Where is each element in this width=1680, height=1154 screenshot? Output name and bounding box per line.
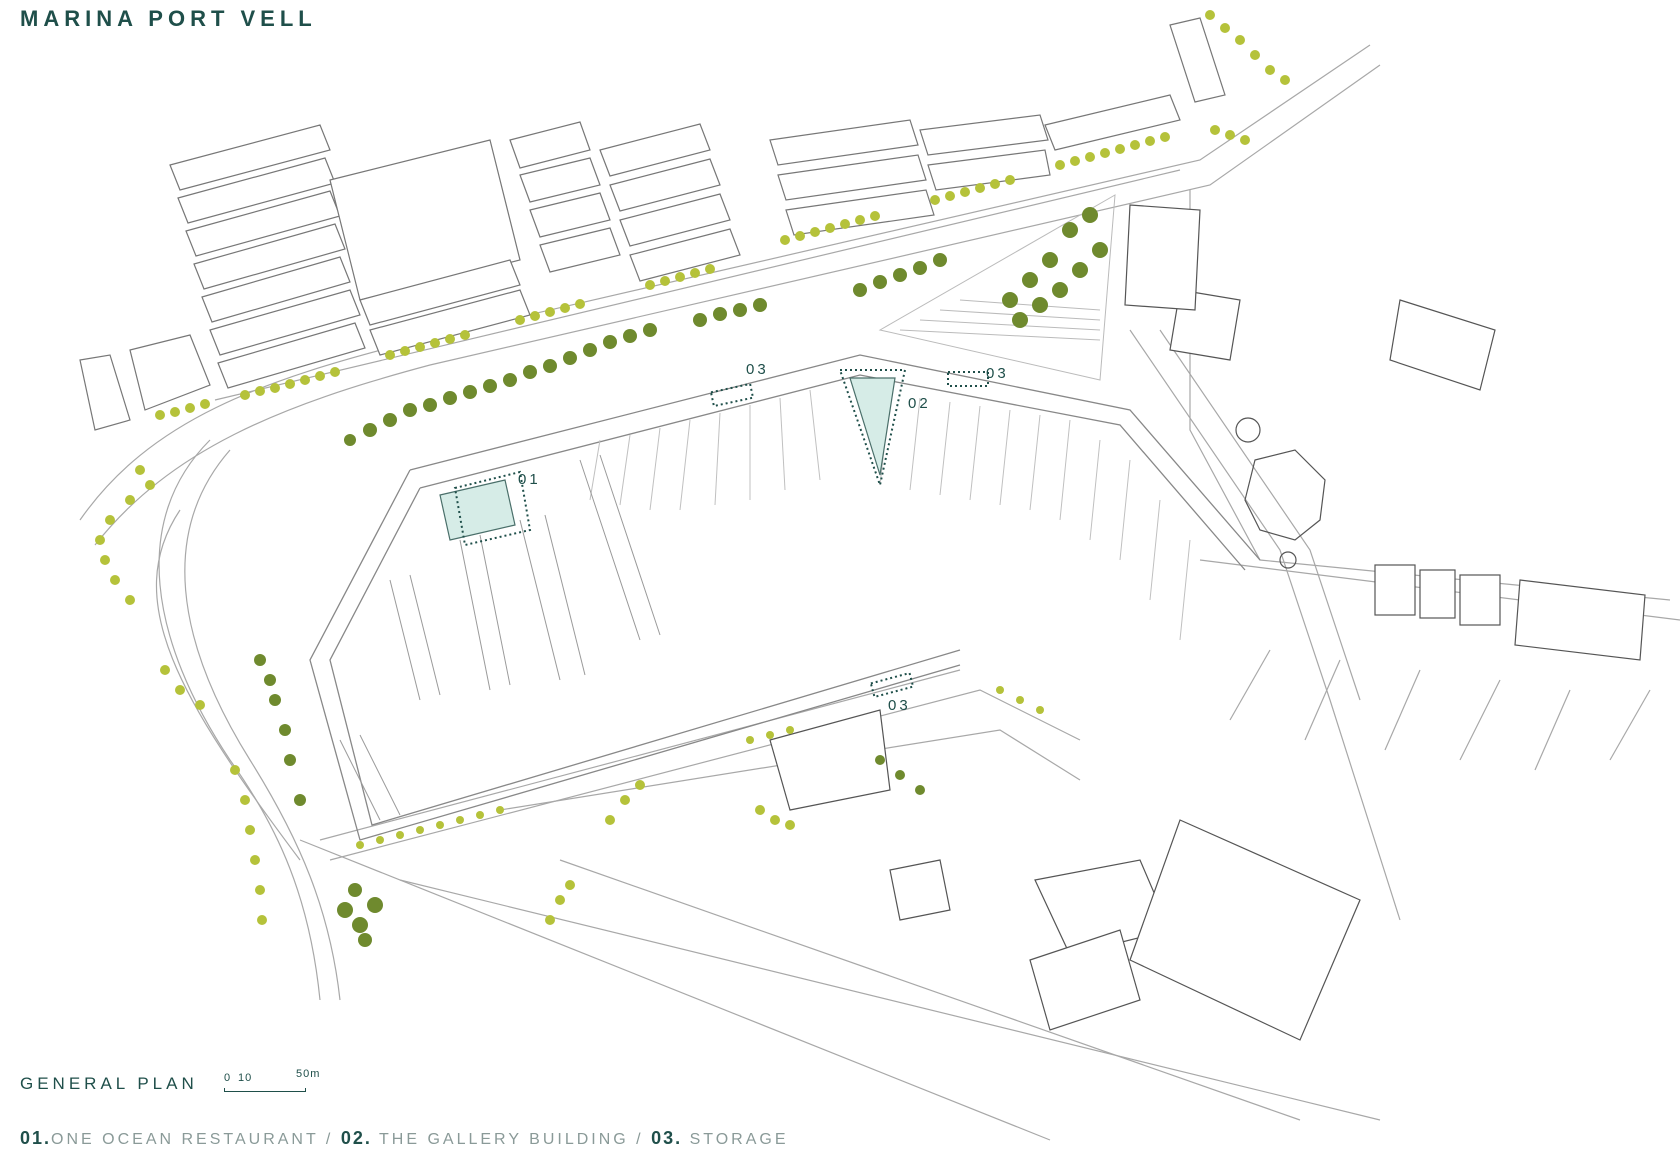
right-buildings bbox=[769, 204, 1646, 1041]
tree-canopy-light bbox=[95, 10, 1290, 925]
hexagon-cluster bbox=[1235, 417, 1326, 569]
scale-zero: 0 bbox=[224, 1072, 232, 1084]
scale-bar-line bbox=[224, 1088, 306, 1092]
legend-num-3: 03. bbox=[651, 1128, 683, 1148]
legend-text-3: STORAGE bbox=[689, 1131, 789, 1148]
marker-03-north-east: 03 bbox=[986, 365, 1009, 382]
inner-piers bbox=[339, 454, 661, 821]
legend-text-1: ONE OCEAN RESTAURANT bbox=[51, 1131, 319, 1148]
legend-num-2: 02. bbox=[340, 1128, 372, 1148]
promenade-triangle bbox=[878, 194, 1116, 381]
marina-basin bbox=[309, 354, 1261, 841]
legend-separator: / bbox=[636, 1131, 644, 1148]
legend-separator: / bbox=[325, 1131, 334, 1148]
marker-02: 02 bbox=[908, 395, 931, 412]
scale-fifty: 50m bbox=[296, 1068, 321, 1080]
marker-03-north-west: 03 bbox=[746, 361, 769, 378]
city-blocks bbox=[79, 17, 1226, 431]
scale-bar: 0 10 50m bbox=[224, 1068, 334, 1096]
plan-label: GENERAL PLAN bbox=[20, 1074, 198, 1093]
legend-num-1: 01. bbox=[20, 1128, 52, 1148]
marker-01: 01 bbox=[518, 471, 541, 488]
scale-ten: 10 bbox=[238, 1072, 253, 1084]
map-title: MARINA PORT VELL bbox=[20, 6, 317, 31]
legend: 01.ONE OCEAN RESTAURANT / 02. THE GALLER… bbox=[20, 1128, 789, 1149]
legend-text-2: THE GALLERY BUILDING bbox=[379, 1131, 629, 1148]
marker-03-south: 03 bbox=[888, 697, 911, 714]
boat-berths-north bbox=[589, 389, 1191, 641]
highlighted-buildings bbox=[439, 369, 989, 699]
tree-canopy-dark bbox=[254, 207, 1108, 947]
